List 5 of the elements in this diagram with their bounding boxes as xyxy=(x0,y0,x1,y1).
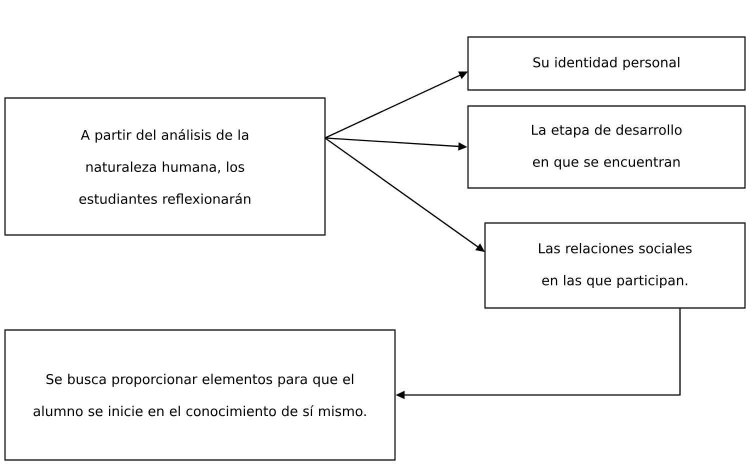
text-box: Su identidad personal xyxy=(467,36,746,91)
text-box: A partir del análisis de la naturaleza humana, los estudiantes reflexionarán xyxy=(4,97,326,236)
text-box: Las relaciones sociales en las que participan. xyxy=(484,222,746,309)
text-box: La etapa de desarrollo en que se encuentran xyxy=(467,105,746,189)
text-box: Se busca proporcionar elementos para que el alumno se inicie en el conocimiento de sí mismo. xyxy=(4,329,396,461)
